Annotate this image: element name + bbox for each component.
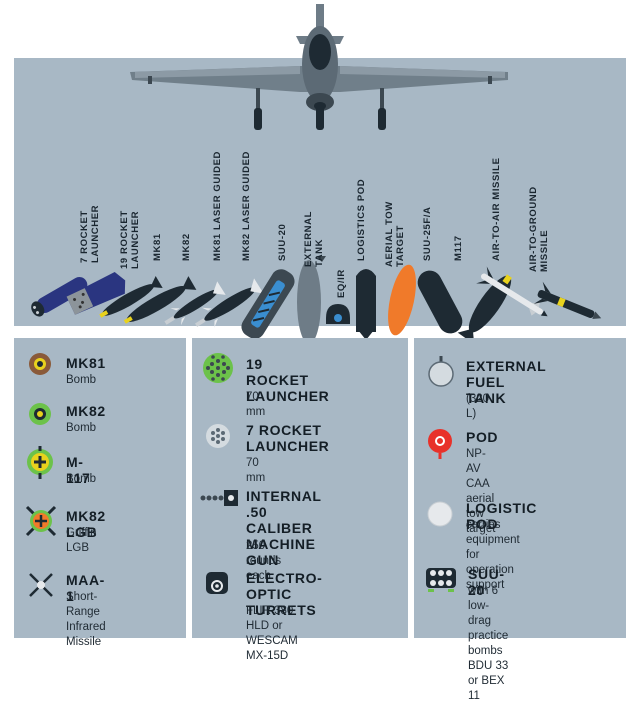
rocket-launcher-19-legend-icon	[203, 353, 233, 383]
label-mk81: MK81	[152, 233, 163, 261]
legend-desc: FLIR 380 HLD or WESCAM MX-15D	[246, 605, 298, 662]
weapons-artwork	[31, 4, 602, 345]
label-19-rocket-launcher: 19 ROCKET LAUNCHER	[119, 210, 141, 269]
maa1-legend-icon	[29, 573, 53, 597]
legend-desc: Bomb	[66, 422, 97, 434]
legend-title: EXTERNAL FUEL TANK	[466, 358, 547, 406]
logistics-pod-icon	[356, 269, 376, 340]
legend-title: 7 ROCKET LAUNCHER	[246, 422, 330, 454]
legend-title: SUU-20	[468, 566, 505, 598]
label-aerial-tow-target: AERIAL TOW TARGET	[384, 201, 406, 267]
suu20-pod-icon	[241, 269, 295, 339]
legend-desc: with 6 low-drag practice bombs BDU 33 or…	[468, 585, 509, 702]
tow-pod-legend-icon	[428, 429, 452, 459]
legend-desc: Bomb	[66, 374, 97, 386]
label-m117: M117	[453, 235, 464, 261]
label-suu-20: SUU-20	[277, 223, 288, 261]
legend-desc: Griffin LGB	[66, 527, 97, 554]
rocket-launcher-19-icon	[66, 271, 126, 315]
legend-title: INTERNAL .50 CALIBER MACHINE GUN	[246, 488, 322, 568]
legend-desc: Bomb	[66, 473, 97, 485]
legend-column-launchers: 19 ROCKET LAUNCHER 70 mm 7 ROCKET LAUNCH…	[192, 338, 408, 662]
mk82-bomb-icon	[123, 276, 197, 324]
legend-title: LOGISTIC POD	[466, 500, 537, 532]
legend-desc: Short-Range Infrared Missile	[66, 591, 106, 648]
legend-title: MK81	[66, 355, 106, 371]
legend-desc: (320 L)	[466, 393, 490, 420]
label-mk82-laser-guided: MK82 LASER GUIDED	[241, 151, 252, 261]
legend-title: MK82	[66, 403, 106, 419]
aircraft-icon	[130, 4, 508, 130]
mk81-bomb-icon	[99, 275, 163, 318]
legend-title: M-117	[66, 454, 91, 486]
legend-title: ELECTRO-OPTIC TURRETS	[246, 570, 323, 618]
mk82-legend-icon	[29, 403, 51, 425]
fuel-tank-legend-icon	[428, 356, 454, 387]
suu25-pod-icon	[417, 270, 463, 334]
mk82-lgb-legend-icon	[25, 505, 57, 537]
label-air-to-air-missile: AIR-TO-AIR MISSILE	[491, 157, 502, 261]
label-suu-25fa: SUU-25F/A	[422, 206, 433, 262]
m117-legend-icon	[27, 446, 53, 479]
legend-desc: NP-AV CAA aerial tow target	[466, 448, 496, 535]
label-mk82: MK82	[181, 233, 192, 261]
mk81-lgb-icon	[164, 281, 226, 326]
legend-desc: 250 rounds each	[246, 540, 282, 582]
rocket-launcher-7-icon	[31, 277, 88, 317]
label-mk81-laser-guided: MK81 LASER GUIDED	[212, 151, 223, 261]
eo-turret-legend-icon	[206, 572, 228, 594]
tow-target-icon	[388, 264, 416, 336]
label-eq-ir: EQ/IR	[336, 269, 347, 298]
label-7-rocket-launcher: 7 ROCKET LAUNCHER	[79, 204, 101, 263]
machine-gun-legend-icon	[200, 490, 238, 506]
legend-title: MAA-1	[66, 572, 105, 604]
weapons-diagram: 7 ROCKET LAUNCHER 19 ROCKET LAUNCHER MK8…	[14, 4, 626, 702]
label-logistics-pod: LOGISTICS POD	[356, 178, 367, 261]
legend-title: MK82 LGB	[66, 508, 106, 540]
eo-turret-icon	[326, 304, 350, 324]
label-air-to-ground-missile: AIR-TO-GROUND MISSILE	[528, 186, 550, 272]
legend-title: POD	[466, 429, 499, 445]
legend-column-bombs: MK81 Bomb MK82 Bomb M-117 Bomb	[14, 338, 186, 648]
mk81-legend-icon	[29, 353, 51, 375]
air-to-air-missile-icon	[476, 266, 548, 317]
legend-desc: 70 mm	[246, 457, 266, 484]
logistic-pod-legend-icon	[427, 501, 453, 527]
legend-desc: carries equipment for operation support	[466, 519, 520, 591]
suu20-legend-icon	[426, 568, 456, 592]
legend-column-pods: EXTERNAL FUEL TANK (320 L) POD NP-AV CAA…	[414, 338, 626, 702]
mk82-lgb-icon	[195, 278, 264, 328]
external-tank-icon	[297, 256, 326, 344]
label-external-tank: EXTERNAL TANK	[303, 211, 325, 267]
legend-desc: 70 mm	[246, 391, 266, 418]
legend-title: 19 ROCKET LAUNCHER	[246, 356, 330, 404]
rocket-launcher-7-legend-icon	[206, 424, 230, 448]
air-to-ground-missile-icon	[533, 281, 602, 319]
